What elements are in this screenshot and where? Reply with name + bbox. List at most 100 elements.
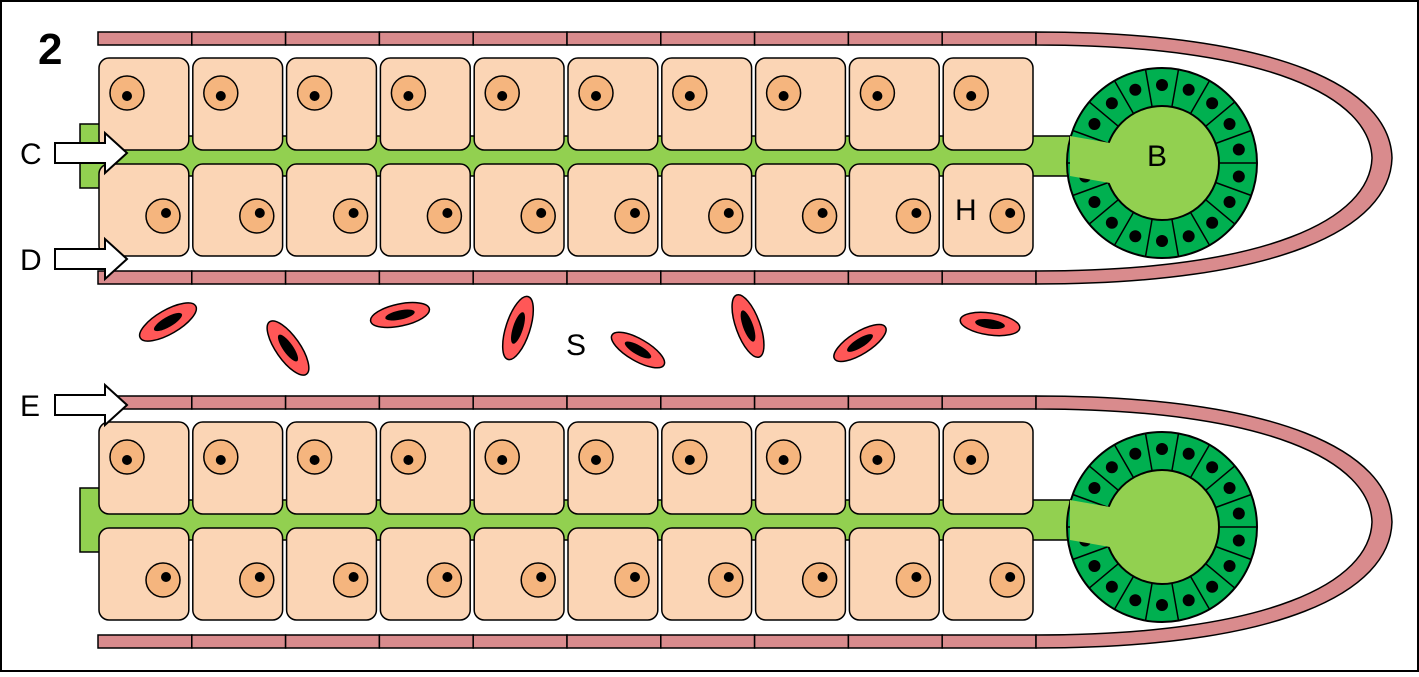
nucleolus [724, 572, 734, 582]
hepatocyte [474, 58, 564, 150]
duct-lumen [1105, 470, 1219, 584]
nucleolus [255, 572, 265, 582]
capsule-segment [192, 32, 286, 45]
nucleolus [630, 208, 640, 218]
hepatocyte [99, 422, 189, 514]
nucleolus [911, 572, 921, 582]
capsule-segment [755, 635, 849, 648]
nucleolus [779, 91, 789, 101]
duct-cell-nucleus [1206, 461, 1218, 473]
duct-cell-nucleus [1088, 482, 1100, 494]
capsule-segment [473, 271, 567, 284]
capsule-segment [567, 635, 661, 648]
duct-junction [1070, 136, 1110, 183]
capsule-segment [942, 396, 1036, 409]
capsule-segment [192, 635, 286, 648]
hepatocyte [380, 422, 470, 514]
capsule-segment [661, 271, 755, 284]
upper-tubule [80, 32, 1392, 284]
capsule-segment [661, 396, 755, 409]
capsule-segment [98, 32, 192, 45]
nucleolus [403, 455, 413, 465]
red-blood-cell [607, 325, 670, 374]
capsule-segment [848, 635, 942, 648]
capsule-segment [192, 271, 286, 284]
hepatocyte [849, 58, 939, 150]
capsule-segment [286, 32, 380, 45]
nucleolus [818, 208, 828, 218]
hepatocyte [943, 422, 1033, 514]
nucleolus [1005, 208, 1015, 218]
capsule-segment [755, 396, 849, 409]
label-s: S [566, 329, 586, 362]
capsule-segment [286, 396, 380, 409]
nucleolus [255, 208, 265, 218]
nucleolus [310, 455, 320, 465]
nucleolus [685, 455, 695, 465]
nucleolus [161, 208, 171, 218]
duct-cell-nucleus [1106, 217, 1118, 229]
nucleolus [216, 91, 226, 101]
nucleolus [310, 91, 320, 101]
duct-junction [1070, 500, 1110, 547]
nucleolus [818, 572, 828, 582]
capsule-segment [661, 635, 755, 648]
capsule-segment [567, 271, 661, 284]
duct-cell-nucleus [1129, 84, 1141, 96]
duct-cell-nucleus [1224, 118, 1236, 130]
nucleolus [497, 91, 507, 101]
capsule-segment [379, 32, 473, 45]
duct-cell-nucleus [1156, 443, 1168, 455]
duct-cell-nucleus [1106, 581, 1118, 593]
nucleolus [497, 455, 507, 465]
duct-cell-nucleus [1088, 118, 1100, 130]
nucleolus [872, 91, 882, 101]
nucleolus [1005, 572, 1015, 582]
duct-cell-nucleus [1206, 217, 1218, 229]
nucleolus [966, 91, 976, 101]
hepatocyte [849, 422, 939, 514]
hepatocyte [568, 58, 658, 150]
hepatocyte [568, 422, 658, 514]
duct-cell-nucleus [1233, 143, 1245, 155]
capsule-segment [848, 32, 942, 45]
duct-cell-nucleus [1156, 599, 1168, 611]
duct-cell-nucleus [1088, 196, 1100, 208]
duct-cell-nucleus [1233, 535, 1245, 547]
hepatocyte [943, 58, 1033, 150]
nucleolus [442, 208, 452, 218]
red-blood-cell [260, 315, 316, 381]
lower-tubule [80, 396, 1392, 648]
duct-cell-nucleus [1224, 482, 1236, 494]
nucleolus [872, 455, 882, 465]
duct-cell-nucleus [1129, 594, 1141, 606]
red-blood-cell [725, 291, 770, 361]
duct-cell-nucleus [1183, 594, 1195, 606]
nucleolus [122, 455, 132, 465]
capsule-segment [192, 396, 286, 409]
duct-cell-nucleus [1088, 560, 1100, 572]
duct-cell-nucleus [1106, 461, 1118, 473]
hepatocyte [662, 422, 752, 514]
capsule-segment [755, 271, 849, 284]
hepatocyte [193, 58, 283, 150]
nucleolus [161, 572, 171, 582]
label-h: H [955, 194, 977, 227]
label-c: C [20, 138, 42, 171]
capsule-segment [379, 271, 473, 284]
hepatocyte [193, 422, 283, 514]
duct-cell-nucleus [1129, 448, 1141, 460]
capsule-segment [848, 271, 942, 284]
nucleolus [911, 208, 921, 218]
nucleolus [779, 455, 789, 465]
duct-cell-nucleus [1224, 196, 1236, 208]
duct-cell-nucleus [1233, 507, 1245, 519]
duct-cell-nucleus [1156, 79, 1168, 91]
nucleolus [122, 91, 132, 101]
hepatocyte [380, 58, 470, 150]
nucleolus [216, 455, 226, 465]
duct-cell-nucleus [1233, 171, 1245, 183]
red-blood-cell [829, 318, 892, 368]
duct-cell-nucleus [1156, 235, 1168, 247]
